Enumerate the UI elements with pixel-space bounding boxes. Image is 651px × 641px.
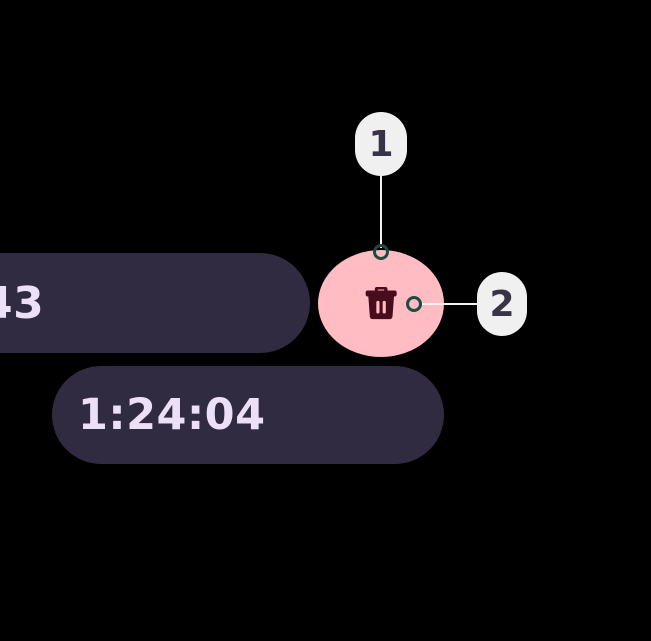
anchor-dot-1	[373, 244, 389, 260]
step-badge-1-label: 1	[368, 123, 394, 165]
trash-icon	[365, 286, 397, 319]
step-badge-2-label: 2	[489, 283, 515, 325]
count-pill-label: 43	[0, 277, 45, 329]
duration-pill: 1:24:04	[52, 366, 444, 464]
step-badge-1[interactable]: 1	[355, 112, 407, 176]
duration-pill-label: 1:24:04	[78, 390, 266, 440]
connector-line-2	[420, 303, 480, 305]
count-pill: 43	[0, 253, 310, 353]
anchor-dot-2	[406, 296, 422, 312]
connector-line-1	[380, 170, 382, 248]
step-badge-2[interactable]: 2	[477, 272, 527, 336]
